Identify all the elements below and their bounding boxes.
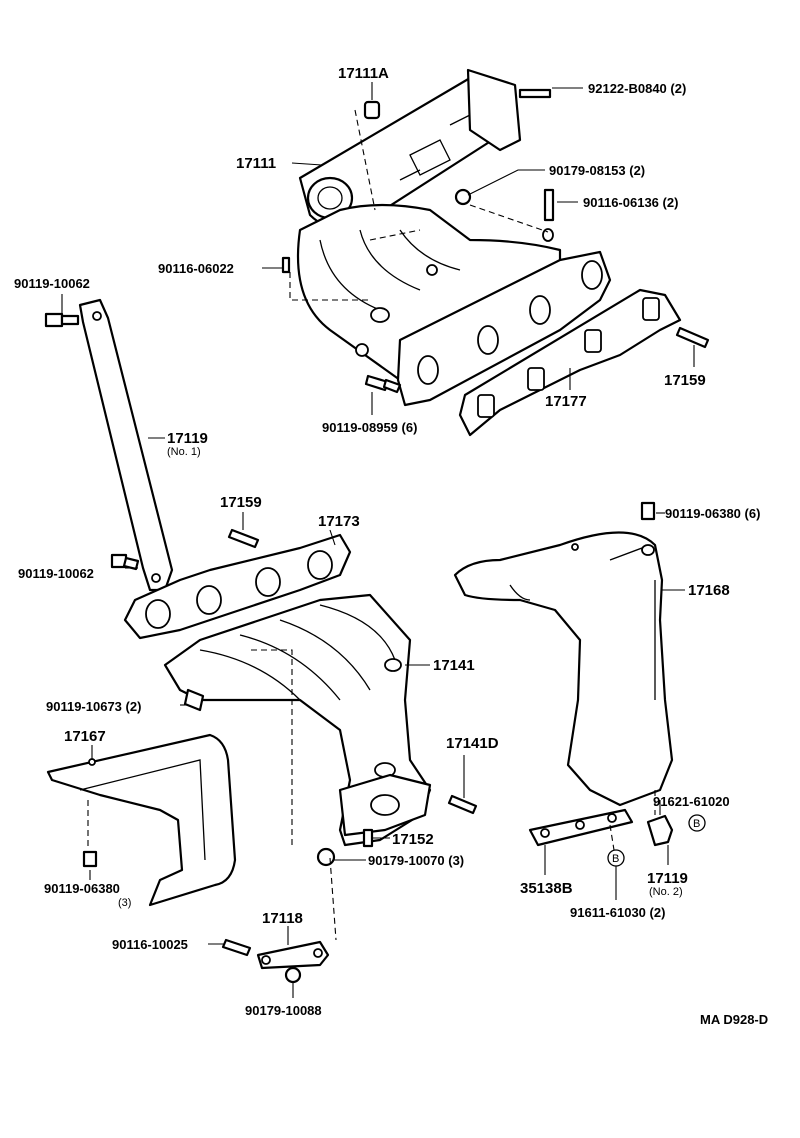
- label-17159-upper: 17159: [664, 372, 706, 389]
- label-91621-61020: 91621-61020: [653, 794, 730, 809]
- nut-90179-08153: [454, 188, 472, 206]
- stud-17152: [362, 828, 374, 848]
- bracket-17118: [256, 940, 330, 970]
- bolt-90119-06380-top: [640, 501, 656, 521]
- label-17111A: 17111A: [338, 65, 389, 82]
- label-17119-no1-sub: (No. 1): [167, 446, 201, 458]
- stud-17159-upper: [675, 326, 710, 349]
- label-90116-06136: 90116-06136 (2): [583, 195, 678, 210]
- marker-B-label-2: B: [612, 853, 619, 865]
- leader-lines: [61, 82, 695, 998]
- label-17168: 17168: [688, 582, 730, 599]
- label-90119-08959: 90119-08959 (6): [322, 420, 417, 435]
- label-90116-10025: 90116-10025: [112, 937, 188, 952]
- stud-92122-B0840: [518, 88, 552, 99]
- bolt-90119-06380-low: [82, 850, 98, 868]
- manifold-heat-insulator-17167: [46, 733, 237, 907]
- label-17159-mid: 17159: [220, 494, 262, 511]
- label-91611-61030: 91611-61030 (2): [570, 905, 665, 920]
- nut-90179-10070: [316, 847, 336, 867]
- label-17141D: 17141D: [446, 735, 499, 752]
- manifold-heat-insulator-17168: [453, 531, 674, 807]
- label-90119-06380-top: 90119-06380 (6): [665, 506, 760, 521]
- stud-17159-mid: [227, 528, 260, 549]
- label-90116-06022: 90116-06022: [158, 261, 234, 276]
- bolt-90119-10062-top: [44, 312, 80, 328]
- label-17119-no2: 17119: [647, 870, 688, 887]
- manifold-heat-insulator-17111: [298, 68, 522, 230]
- exhaust-manifold-17141: [163, 593, 432, 847]
- label-90119-10062-mid: 90119-10062: [18, 566, 94, 581]
- label-17119-no1: 17119: [167, 430, 208, 447]
- exhaust-manifold-gasket-17177: [458, 288, 682, 437]
- manifold-flange-upper: [396, 250, 612, 407]
- label-92122-B0840: 92122-B0840 (2): [588, 81, 686, 96]
- manifold-stay-17119-no1: [78, 298, 174, 592]
- label-17119-no2-sub: (No. 2): [649, 886, 683, 898]
- stud-17141D: [447, 794, 478, 815]
- label-90119-06380-low-sub: (3): [118, 897, 131, 909]
- bracket-35138B: [528, 808, 634, 847]
- bolt-90119-08959: [364, 374, 402, 394]
- stud-90116-10025: [221, 938, 252, 957]
- marker-B-circle-1: [688, 814, 706, 832]
- label-90119-10673: 90119-10673 (2): [46, 699, 141, 714]
- label-35138B: 35138B: [520, 880, 573, 897]
- nut-90179-10088: [284, 966, 302, 984]
- exhaust-manifold-upper: [296, 203, 562, 402]
- stud-90116-06136: [543, 188, 555, 222]
- label-90119-10062-top: 90119-10062: [14, 276, 90, 291]
- stay-17119-no2: [646, 814, 674, 847]
- label-17141: 17141: [433, 657, 475, 674]
- label-17177: 17177: [545, 393, 587, 410]
- label-90179-10088: 90179-10088: [245, 1003, 322, 1018]
- label-90179-10070: 90179-10070 (3): [368, 853, 464, 868]
- label-90119-06380-low: 90119-06380: [44, 881, 120, 896]
- label-90179-08153: 90179-08153 (2): [549, 163, 645, 178]
- label-17118: 17118: [262, 910, 303, 927]
- label-17167: 17167: [64, 728, 106, 745]
- label-17152: 17152: [392, 831, 434, 848]
- stud-90116-06022: [281, 256, 291, 274]
- nut-17111A: [363, 100, 381, 120]
- label-17173: 17173: [318, 513, 360, 530]
- bolt-90119-10673: [183, 688, 205, 712]
- exhaust-manifold-gasket-17173: [123, 533, 352, 640]
- label-17111: 17111: [236, 155, 276, 172]
- bolt-90119-10062-mid: [110, 553, 140, 571]
- marker-B-label-1: B: [693, 818, 700, 830]
- figure-code: MA D928-D: [700, 1012, 768, 1027]
